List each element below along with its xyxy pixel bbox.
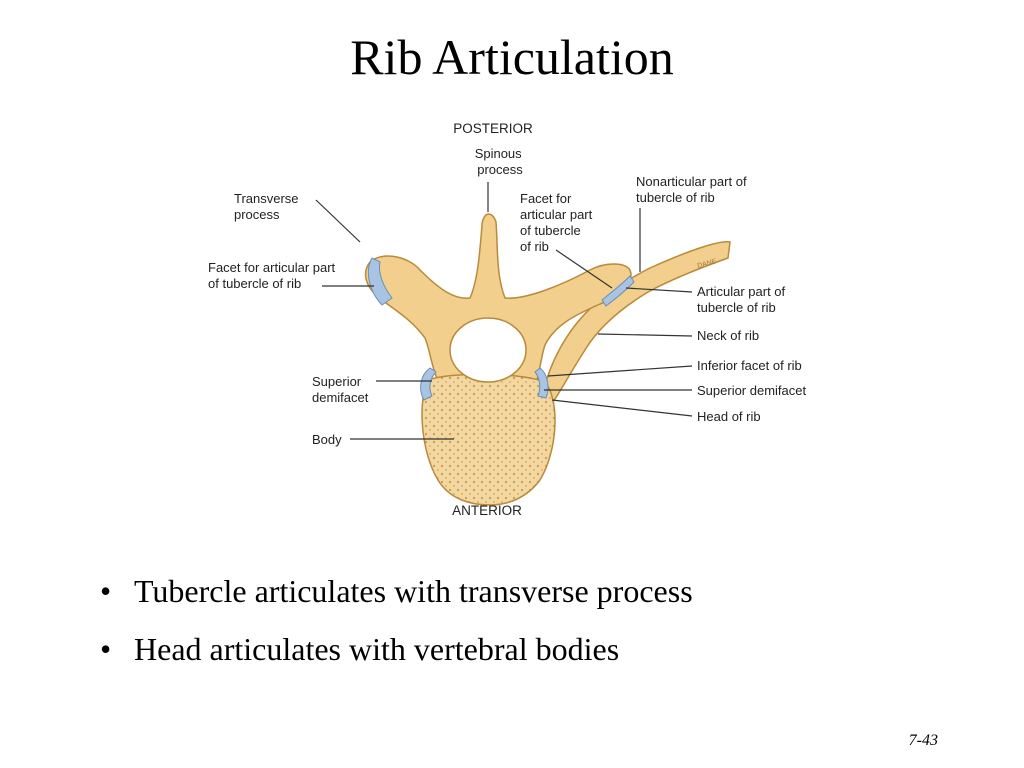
center-tubercle-facet [601,275,635,307]
leader-lines [315,182,693,440]
articular-part-label: Articular part of tubercle of rib [697,284,789,315]
body-label: Body [312,432,342,447]
page-number: 7-43 [908,732,938,749]
vertebral-body [421,373,556,506]
neck-of-rib-label: Neck of rib [697,328,759,343]
transverse-process-label: Transverse process [234,191,302,222]
slide-title: Rib Articulation [350,29,674,85]
posterior-label: POSTERIOR [453,121,533,136]
head-of-rib-label: Head of rib [697,409,761,424]
bullet-dot: • [100,573,112,609]
inferior-facet-label: Inferior facet of rib [697,358,802,373]
bullet-item: •Tubercle articulates with transverse pr… [100,562,693,620]
left-transverse-facet [367,257,393,306]
bullet-list: •Tubercle articulates with transverse pr… [100,562,693,678]
superior-demifacet-right-label: Superior demifacet [697,383,806,398]
left-superior-demifacet [420,367,437,401]
vertebral-foramen [449,317,527,383]
artist-signature: DANE [697,258,718,270]
nonarticular-part-label: Nonarticular part of tubercle of rib [636,174,750,205]
vertebral-arch [364,213,632,386]
bullet-item: •Head articulates with vertebral bodies [100,620,693,678]
spinous-process-label: Spinous process [475,146,526,177]
bullet-dot: • [100,631,112,667]
superior-demifacet-left-label: Superior demifacet [312,374,369,405]
anterior-label: ANTERIOR [452,503,522,518]
facet-articular-center-label: Facet for articular part of tubercle of … [520,191,596,254]
facet-articular-left-label: Facet for articular part of tubercle of … [208,260,339,291]
